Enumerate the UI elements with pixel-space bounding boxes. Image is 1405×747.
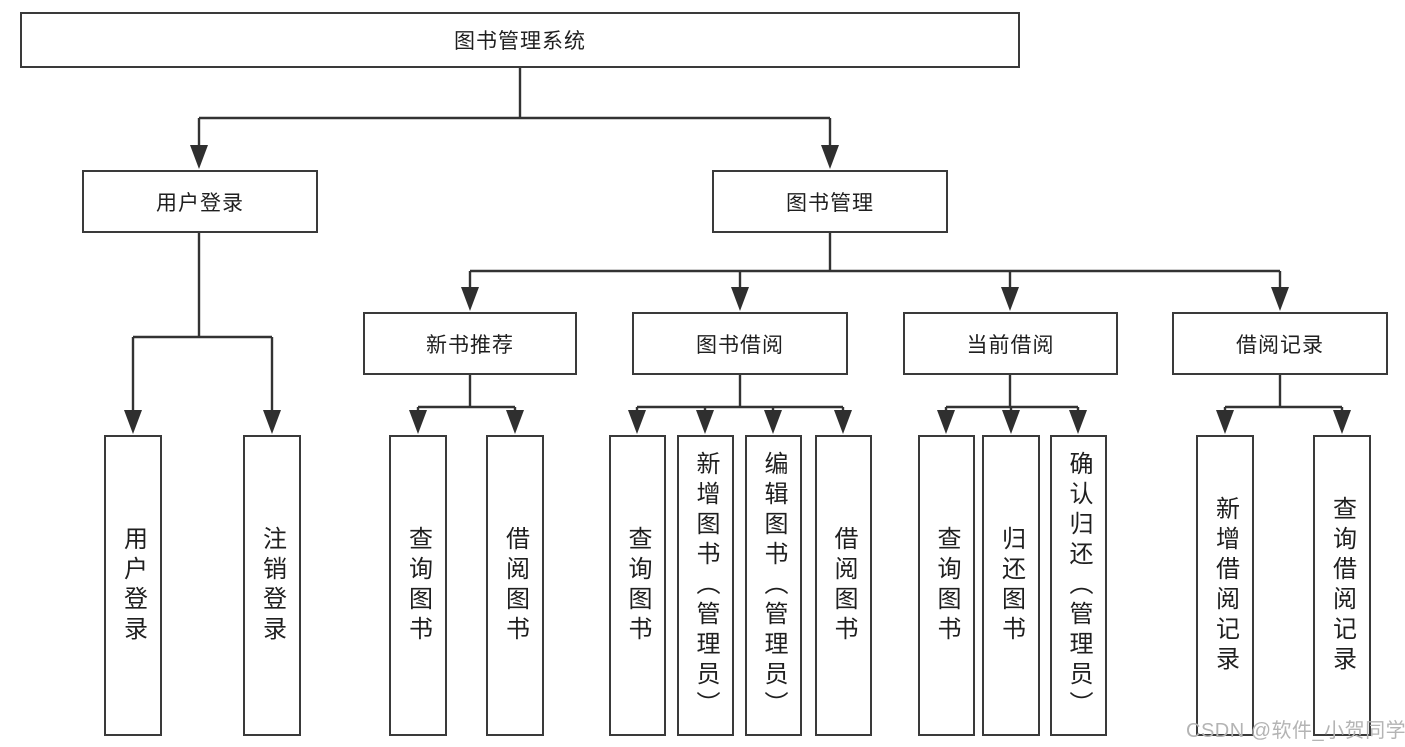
leaf-query-borrow-record: 查询借阅记录 [1313, 435, 1371, 736]
node-current-borrow: 当前借阅 [903, 312, 1118, 375]
node-user-login: 用户登录 [82, 170, 318, 233]
leaf-borrow-books-recommend: 借阅图书 [486, 435, 544, 736]
leaf-return-book: 归还图书 [982, 435, 1040, 736]
leaf-query-books-recommend: 查询图书 [389, 435, 447, 736]
node-book-borrow: 图书借阅 [632, 312, 848, 375]
leaf-add-borrow-record: 新增借阅记录 [1196, 435, 1254, 736]
leaf-query-books-borrow: 查询图书 [609, 435, 666, 736]
node-root: 图书管理系统 [20, 12, 1020, 68]
leaf-edit-book-admin: 编辑图书（管理员） [745, 435, 802, 736]
leaf-add-book-admin: 新增图书（管理员） [677, 435, 734, 736]
node-borrow-records: 借阅记录 [1172, 312, 1388, 375]
leaf-logout: 注销登录 [243, 435, 301, 736]
leaf-user-login: 用户登录 [104, 435, 162, 736]
leaf-confirm-return-admin: 确认归还（管理员） [1050, 435, 1107, 736]
leaf-borrow-books: 借阅图书 [815, 435, 872, 736]
watermark: CSDN @软件_小贺同学 [1186, 720, 1405, 742]
leaf-query-books-current: 查询图书 [918, 435, 975, 736]
node-new-book-recommend: 新书推荐 [363, 312, 577, 375]
node-book-management: 图书管理 [712, 170, 948, 233]
